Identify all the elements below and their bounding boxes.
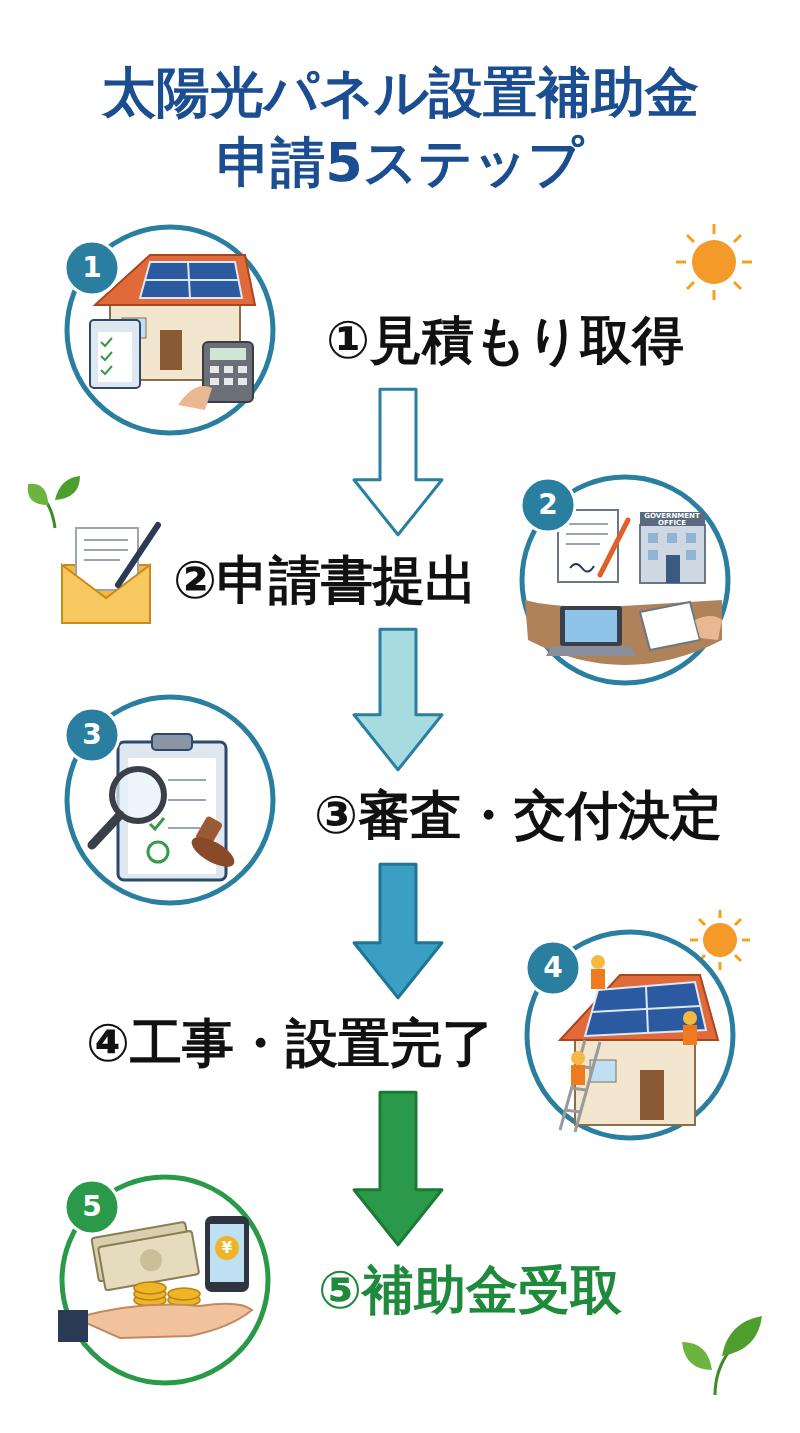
estimate-illustration <box>67 227 273 433</box>
flow-arrow <box>354 629 442 770</box>
envelope-icon <box>62 525 158 623</box>
currency-symbol: ¥ <box>217 1241 237 1256</box>
callout-number: 3 <box>72 721 112 749</box>
flow-arrow <box>354 389 442 535</box>
review-illustration <box>67 697 273 903</box>
step-label: ③審査・交付決定 <box>314 784 722 846</box>
callout-number: 5 <box>72 1193 112 1221</box>
application-illustration <box>522 477 728 683</box>
flow-arrow <box>354 1092 442 1245</box>
step-label: ⑤補助金受取 <box>318 1259 622 1321</box>
number-badge <box>65 241 580 1234</box>
flow-arrow <box>354 864 442 998</box>
callout-number: 2 <box>528 491 568 519</box>
step-text: ③審査・交付決定 <box>314 784 722 846</box>
leaf-icon <box>28 476 762 1395</box>
step-text: ①見積もり取得 <box>326 309 684 371</box>
step-text: ④工事・設置完了 <box>86 1012 494 1074</box>
worker-figure <box>571 955 697 1085</box>
payment-illustration <box>58 1177 268 1383</box>
callout-number: 1 <box>72 254 112 282</box>
step-label: ①見積もり取得 <box>326 309 684 371</box>
title: 太陽光パネル設置補助金 申請5ステップ <box>80 58 720 198</box>
step-text: ②申請書提出 <box>173 549 477 611</box>
sign-text: GOVERNMENT OFFICE <box>644 513 700 527</box>
step-label: ④工事・設置完了 <box>86 1012 494 1074</box>
step-text: ⑤補助金受取 <box>318 1259 622 1321</box>
installation-illustration <box>527 932 733 1138</box>
callout-number: 4 <box>533 954 573 982</box>
step-label: ②申請書提出 <box>173 549 477 611</box>
